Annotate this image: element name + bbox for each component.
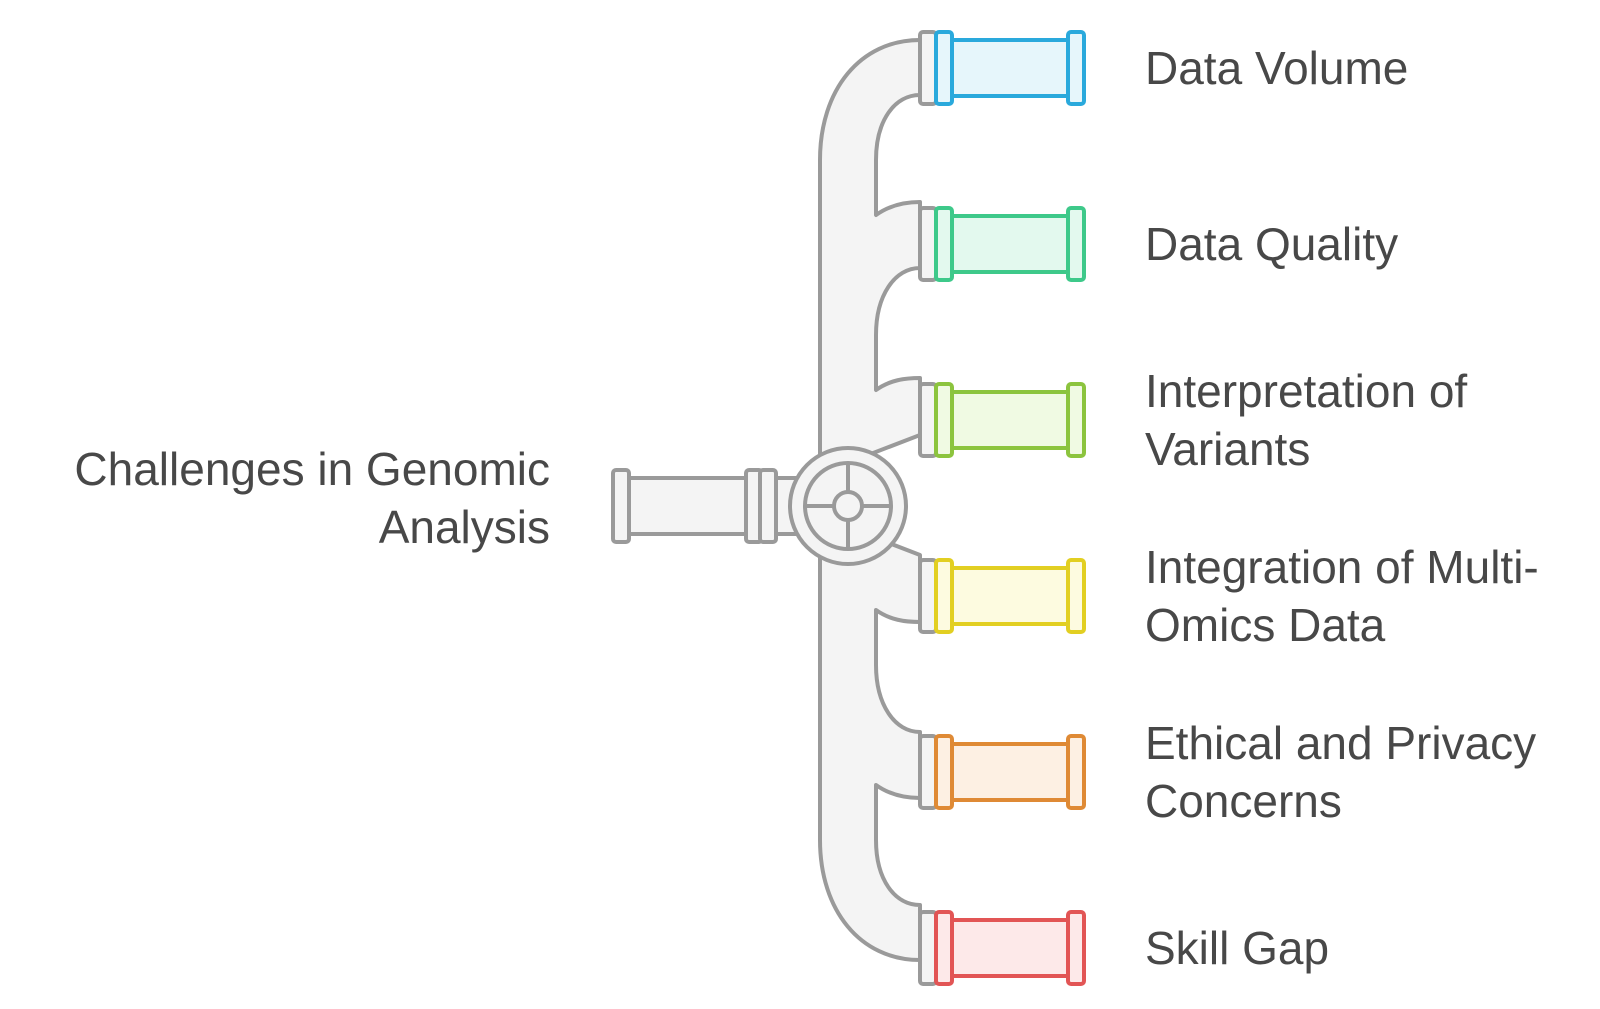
outlet-body — [948, 566, 1080, 626]
outlet-end-flange — [1066, 910, 1086, 986]
outlet-collar — [918, 910, 938, 986]
outlet-pipe — [918, 558, 1086, 634]
item-label: Integration of Multi- Omics Data — [1145, 541, 1539, 651]
inlet-pipe — [611, 468, 806, 544]
item-label: Data Quality — [1145, 218, 1399, 270]
outlet-pipe — [918, 734, 1086, 810]
outlet-collar — [918, 382, 938, 458]
outlet-flange — [934, 910, 954, 986]
main-pipe — [818, 38, 922, 962]
outlet-flange — [934, 206, 954, 282]
outlet-pipe — [918, 382, 1086, 458]
outlet-flange — [934, 382, 954, 458]
outlet-flange — [934, 558, 954, 634]
outlet-end-flange — [1066, 558, 1086, 634]
item-label: Ethical and Privacy Concerns — [1145, 717, 1537, 827]
outlet-body — [948, 918, 1080, 978]
outlet-end-flange — [1066, 734, 1086, 810]
outlet-collar — [918, 206, 938, 282]
item-label: Skill Gap — [1145, 922, 1330, 974]
outlet-body — [948, 214, 1080, 274]
diagram-title: Challenges in Genomic Analysis — [74, 443, 550, 553]
outlet-collar — [918, 734, 938, 810]
item-label: Interpretation of Variants — [1145, 365, 1468, 475]
outlet-flange — [934, 734, 954, 810]
outlet-end-flange — [1066, 382, 1086, 458]
outlet-pipe — [918, 910, 1086, 986]
outlet-pipe — [918, 206, 1086, 282]
outlet-body — [948, 742, 1080, 802]
outlet-pipe — [918, 30, 1086, 106]
item-label: Data Volume — [1145, 42, 1409, 94]
outlet-pipes — [918, 30, 1086, 986]
outlet-collar — [918, 30, 938, 106]
outlet-end-flange — [1066, 206, 1086, 282]
outlet-collar — [918, 558, 938, 634]
outlet-flange — [934, 30, 954, 106]
outlet-body — [948, 390, 1080, 450]
outlet-end-flange — [1066, 30, 1086, 106]
outlet-body — [948, 38, 1080, 98]
valve-wheel-icon — [788, 446, 908, 566]
